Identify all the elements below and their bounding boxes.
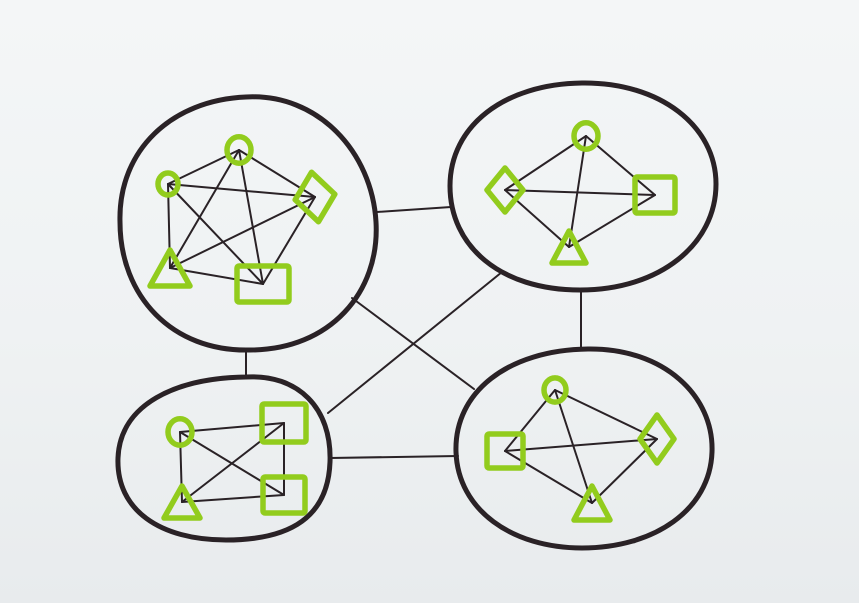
br-diamond-diamond-node (637, 412, 677, 466)
br-circle-circle-node (541, 375, 569, 405)
clusters (115, 80, 719, 551)
cluster-top-left-border (117, 94, 379, 353)
cluster-top-right-nodes (484, 120, 678, 266)
edge-br-circle-to-br-diamond (554, 389, 658, 440)
inter-cluster-links (245, 206, 582, 459)
bl-circle-circle-node (165, 416, 195, 448)
edge-tl-circle-top-to-tl-triangle (169, 149, 240, 269)
cluster-bottom-right-edges (504, 389, 658, 504)
edge-bl-circle-to-bl-square-top (179, 422, 285, 433)
edge-tl-circle-top-to-tl-square (238, 149, 264, 285)
edge-tl-diamond-to-tl-triangle (169, 196, 316, 269)
link-top-right-to-bottom-left (327, 271, 503, 414)
link-top-left-to-top-right (376, 206, 452, 213)
cluster-bottom-left-nodes (161, 401, 309, 521)
tl-diamond-diamond-node (292, 169, 338, 225)
tr-square-square-node (632, 174, 678, 216)
edge-tl-triangle-to-tl-square (169, 267, 264, 285)
cluster-bottom-right-nodes (484, 375, 677, 523)
cluster-top-right (447, 80, 719, 293)
cluster-bottom-left-edges (179, 422, 285, 503)
cluster-bottom-left-border (115, 374, 333, 543)
tl-circle-top-circle-node (224, 134, 254, 166)
cluster-bottom-right (453, 346, 715, 551)
tr-circle-circle-node (571, 120, 601, 152)
link-bottom-left-to-bottom-right (329, 455, 459, 459)
cluster-bottom-right-border (453, 346, 715, 551)
tr-diamond-diamond-node (484, 165, 526, 215)
bl-square-bottom-square-node (260, 474, 308, 516)
edge-tr-diamond-to-tr-square (504, 189, 656, 196)
edge-bl-square-top-to-bl-triangle (181, 422, 285, 503)
tl-triangle-triangle-node (147, 247, 193, 289)
bl-triangle-triangle-node (161, 483, 203, 521)
cluster-top-left (117, 94, 379, 353)
tr-triangle-triangle-node (549, 228, 589, 266)
cluster-bottom-left (115, 374, 333, 543)
tl-square-square-node (234, 263, 292, 305)
edge-tl-circle-small-to-tl-diamond (167, 183, 316, 198)
cluster-top-right-border (447, 80, 719, 293)
edge-bl-triangle-to-bl-square-bottom (181, 494, 285, 503)
edge-br-square-to-br-triangle (504, 450, 593, 504)
tl-circle-small-circle-node (155, 170, 181, 198)
edge-br-square-to-br-diamond (504, 438, 658, 452)
edge-tr-square-to-tr-triangle (568, 194, 656, 248)
cluster-top-left-nodes (147, 134, 338, 305)
bl-square-top-square-node (259, 401, 309, 445)
br-square-square-node (484, 431, 526, 471)
br-triangle-triangle-node (571, 483, 613, 523)
